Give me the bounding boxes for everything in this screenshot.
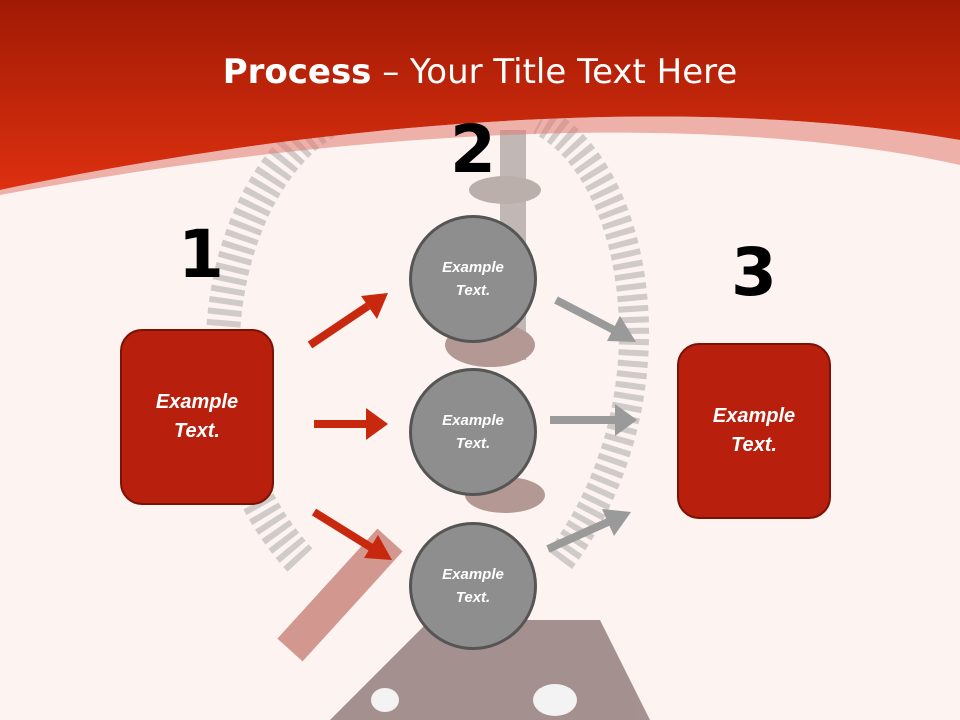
title-bold: Process [222,52,372,92]
arrow-gray-right [550,404,637,436]
step-number-1: 1 [178,216,224,293]
header-band [0,0,960,190]
arrow-red-up [307,293,388,349]
step-number-3: 3 [731,234,777,311]
slide-title: Process – Your Title Text Here [0,52,960,92]
arrow-gray-up [546,509,631,553]
arrow-red-down [311,508,392,560]
header-band-shadow [0,116,960,195]
arrow-gray-down [554,296,636,342]
arrow-red-right [314,408,388,440]
step-number-2: 2 [450,111,496,188]
title-rest: – Your Title Text Here [371,52,738,92]
